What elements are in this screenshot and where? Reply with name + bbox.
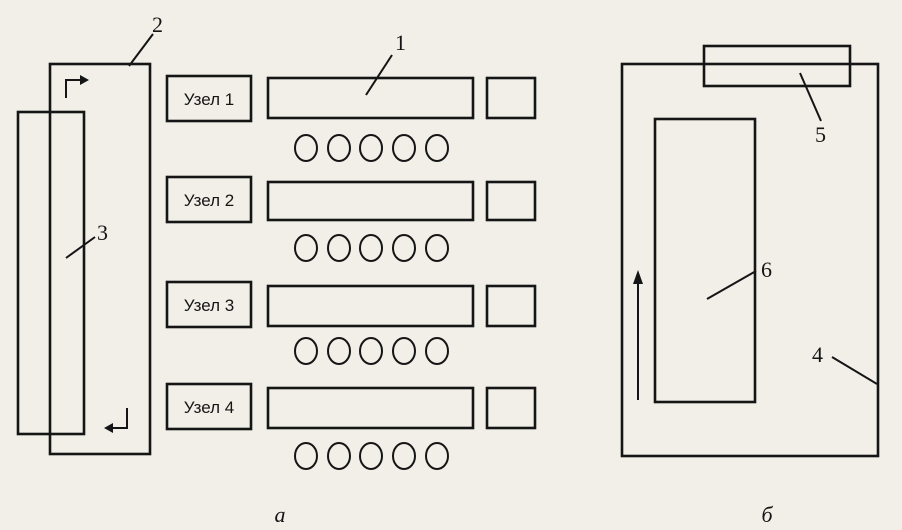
node-label: Узел 2 (184, 191, 234, 210)
worker-position (359, 442, 383, 470)
callout-1: 1 (395, 30, 406, 55)
callout-5: 5 (815, 122, 826, 147)
node-row-1: Узел 1 (165, 74, 537, 123)
layout-a: Узел 1 Узел 2 Узел 3 (16, 12, 537, 527)
node-box (165, 382, 253, 431)
worker-position (425, 234, 449, 262)
component-bin (485, 180, 537, 222)
arrow-head-bottom (104, 423, 113, 433)
worker-position (327, 234, 351, 262)
caption-a: а (275, 502, 286, 527)
node-label: Узел 3 (184, 296, 234, 315)
workbench (266, 76, 475, 120)
circle-row-1 (294, 134, 449, 162)
caption-b: б (761, 502, 773, 527)
workbench (266, 386, 475, 430)
direction-arrow-top (65, 79, 82, 98)
leader-4 (831, 356, 878, 385)
circle-row-3 (294, 337, 449, 365)
worker-position (359, 134, 383, 162)
worker-position (327, 442, 351, 470)
node-box (165, 175, 253, 224)
layout-b: 4 5 6 б (620, 44, 880, 527)
worker-position (359, 234, 383, 262)
assembly-stand (653, 117, 757, 404)
worker-position (392, 234, 416, 262)
node-label: Узел 1 (184, 90, 234, 109)
worker-position (392, 134, 416, 162)
circle-row-2 (294, 234, 449, 262)
component-bin (485, 76, 537, 120)
leader-6 (706, 270, 757, 300)
callout-3: 3 (97, 220, 108, 245)
worker-position (392, 442, 416, 470)
callout-6: 6 (761, 257, 772, 282)
worker-position (294, 337, 318, 365)
worker-position (359, 337, 383, 365)
worker-position (425, 134, 449, 162)
node-row-4: Узел 4 (165, 382, 537, 431)
node-box (165, 280, 253, 329)
direction-arrow-bottom (110, 408, 128, 429)
worker-position (327, 337, 351, 365)
worker-position (327, 134, 351, 162)
worker-position (294, 442, 318, 470)
component-bin (485, 386, 537, 430)
leader-3 (65, 236, 96, 259)
node-label: Узел 4 (184, 398, 234, 417)
worker-position (294, 134, 318, 162)
leader-5 (799, 72, 822, 122)
workbench (266, 180, 475, 222)
conveyor-belt (16, 110, 86, 436)
worker-position (425, 337, 449, 365)
worker-position (392, 337, 416, 365)
worker-position (294, 234, 318, 262)
equipment-block (702, 44, 852, 88)
node-row-3: Узел 3 (165, 280, 537, 329)
circle-row-4 (294, 442, 449, 470)
workbench (266, 284, 475, 328)
leader-1 (365, 54, 393, 96)
room-outline (620, 62, 880, 458)
flow-arrow-head (633, 270, 643, 284)
component-bin (485, 284, 537, 328)
leader-2 (128, 33, 154, 67)
worker-position (425, 442, 449, 470)
arrow-head-top (80, 75, 89, 85)
callout-2: 2 (152, 12, 163, 37)
node-box (165, 74, 253, 123)
callout-4: 4 (812, 342, 823, 367)
conveyor-frame (48, 62, 152, 456)
node-row-2: Узел 2 (165, 175, 537, 224)
